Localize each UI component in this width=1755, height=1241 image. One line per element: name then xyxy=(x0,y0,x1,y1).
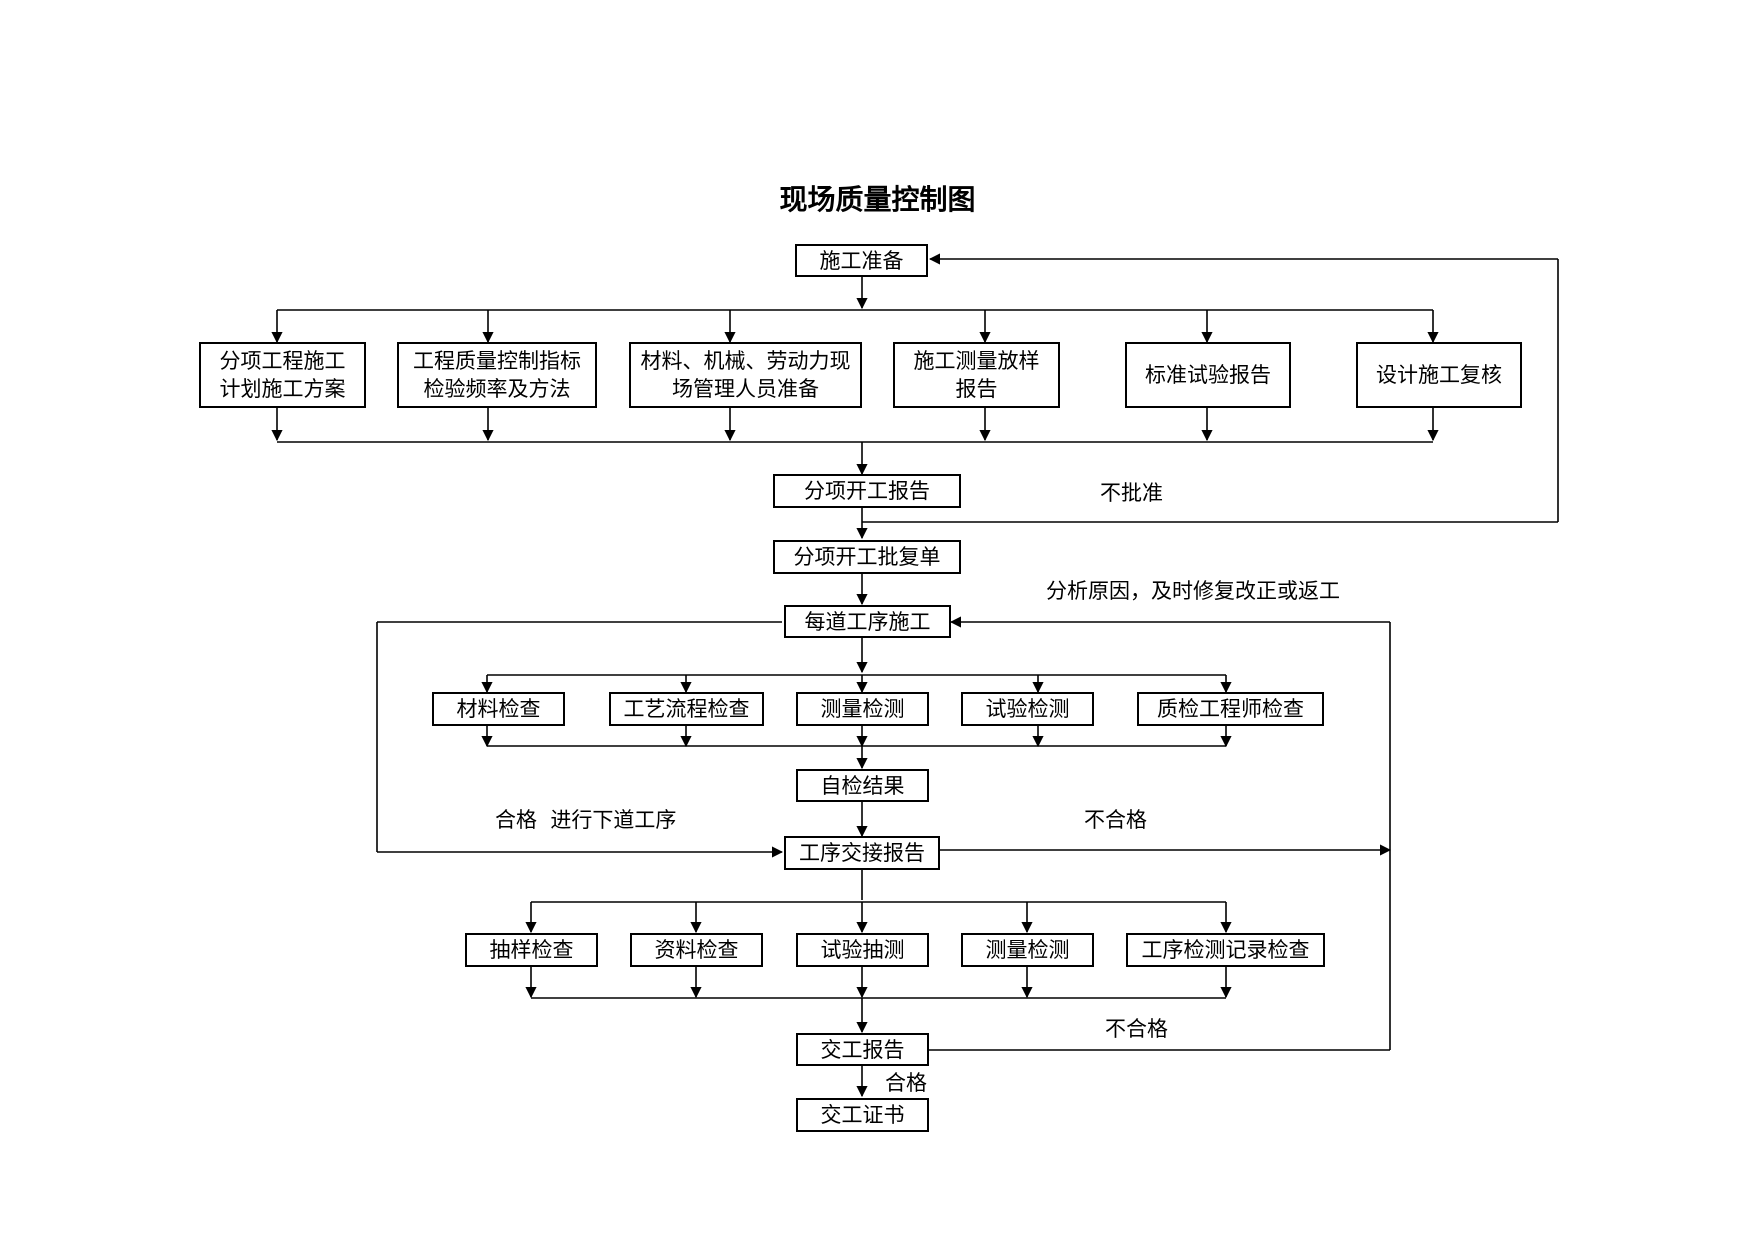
node-standard-test: 标准试验报告 xyxy=(1125,342,1291,408)
node-test-check: 试验检测 xyxy=(961,692,1094,726)
node-label: 分项开工批复单 xyxy=(793,545,941,569)
node-survey-report: 施工测量放样 报告 xyxy=(893,342,1060,408)
node-document-check: 资料检查 xyxy=(630,933,763,967)
node-delivery-certificate: 交工证书 xyxy=(796,1098,929,1132)
node-label: 施工测量放样 报告 xyxy=(913,349,1040,401)
node-label: 工序交接报告 xyxy=(799,841,925,865)
label-fail-2: 不合格 xyxy=(1105,1017,1168,1041)
node-process-construction: 每道工序施工 xyxy=(784,605,951,638)
node-label: 抽样检查 xyxy=(489,938,574,962)
node-start-approval: 分项开工批复单 xyxy=(773,540,961,574)
page-title: 现场质量控制图 xyxy=(779,183,976,216)
node-label: 工程质量控制指标 检验频率及方法 xyxy=(413,349,581,401)
node-construction-plan: 分项工程施工 计划施工方案 xyxy=(199,342,366,408)
node-test-sampling: 试验抽测 xyxy=(796,933,929,967)
node-design-review: 设计施工复核 xyxy=(1356,342,1522,408)
node-label: 施工准备 xyxy=(819,248,904,273)
node-construction-prep: 施工准备 xyxy=(795,244,928,277)
node-label: 材料检查 xyxy=(456,697,541,721)
node-quality-index: 工程质量控制指标 检验频率及方法 xyxy=(397,342,597,408)
node-sample-check: 抽样检查 xyxy=(465,933,598,967)
node-engineer-check: 质检工程师检查 xyxy=(1137,692,1324,726)
node-label: 交工证书 xyxy=(820,1103,905,1127)
node-label: 标准试验报告 xyxy=(1145,363,1271,387)
node-material-check: 材料检查 xyxy=(432,692,565,726)
label-fail-1: 不合格 xyxy=(1084,808,1147,832)
node-craft-check: 工艺流程检查 xyxy=(609,692,764,726)
node-self-check-result: 自检结果 xyxy=(796,769,929,802)
node-label: 每道工序施工 xyxy=(804,609,931,634)
node-label: 自检结果 xyxy=(820,773,905,798)
node-label: 质检工程师检查 xyxy=(1157,697,1304,721)
label-pass-next-process: 合格 进行下道工序 xyxy=(495,808,677,832)
node-label: 试验抽测 xyxy=(820,938,905,962)
node-label: 设计施工复核 xyxy=(1376,363,1502,387)
label-not-approved: 不批准 xyxy=(1100,481,1163,505)
label-analyze-cause: 分析原因，及时修复改正或返工 xyxy=(1046,579,1340,603)
node-label: 测量检测 xyxy=(985,938,1070,962)
node-delivery-report: 交工报告 xyxy=(796,1033,929,1066)
node-label: 资料检查 xyxy=(654,938,739,962)
node-label: 分项工程施工 计划施工方案 xyxy=(219,349,346,401)
node-handover-report: 工序交接报告 xyxy=(784,836,940,870)
node-measure-check: 测量检测 xyxy=(796,692,929,726)
node-material-prep: 材料、机械、劳动力现 场管理人员准备 xyxy=(629,342,862,408)
node-label: 交工报告 xyxy=(820,1037,905,1062)
node-label: 工艺流程检查 xyxy=(623,697,750,721)
node-record-check: 工序检测记录检查 xyxy=(1126,933,1325,967)
node-label: 试验检测 xyxy=(985,697,1070,721)
node-start-report: 分项开工报告 xyxy=(773,474,961,508)
node-label: 分项开工报告 xyxy=(804,479,930,503)
node-measure-check-2: 测量检测 xyxy=(961,933,1094,967)
node-label: 工序检测记录检查 xyxy=(1141,938,1310,962)
node-label: 材料、机械、劳动力现 场管理人员准备 xyxy=(640,349,851,401)
label-pass: 合格 xyxy=(885,1071,927,1095)
node-label: 测量检测 xyxy=(820,697,905,721)
